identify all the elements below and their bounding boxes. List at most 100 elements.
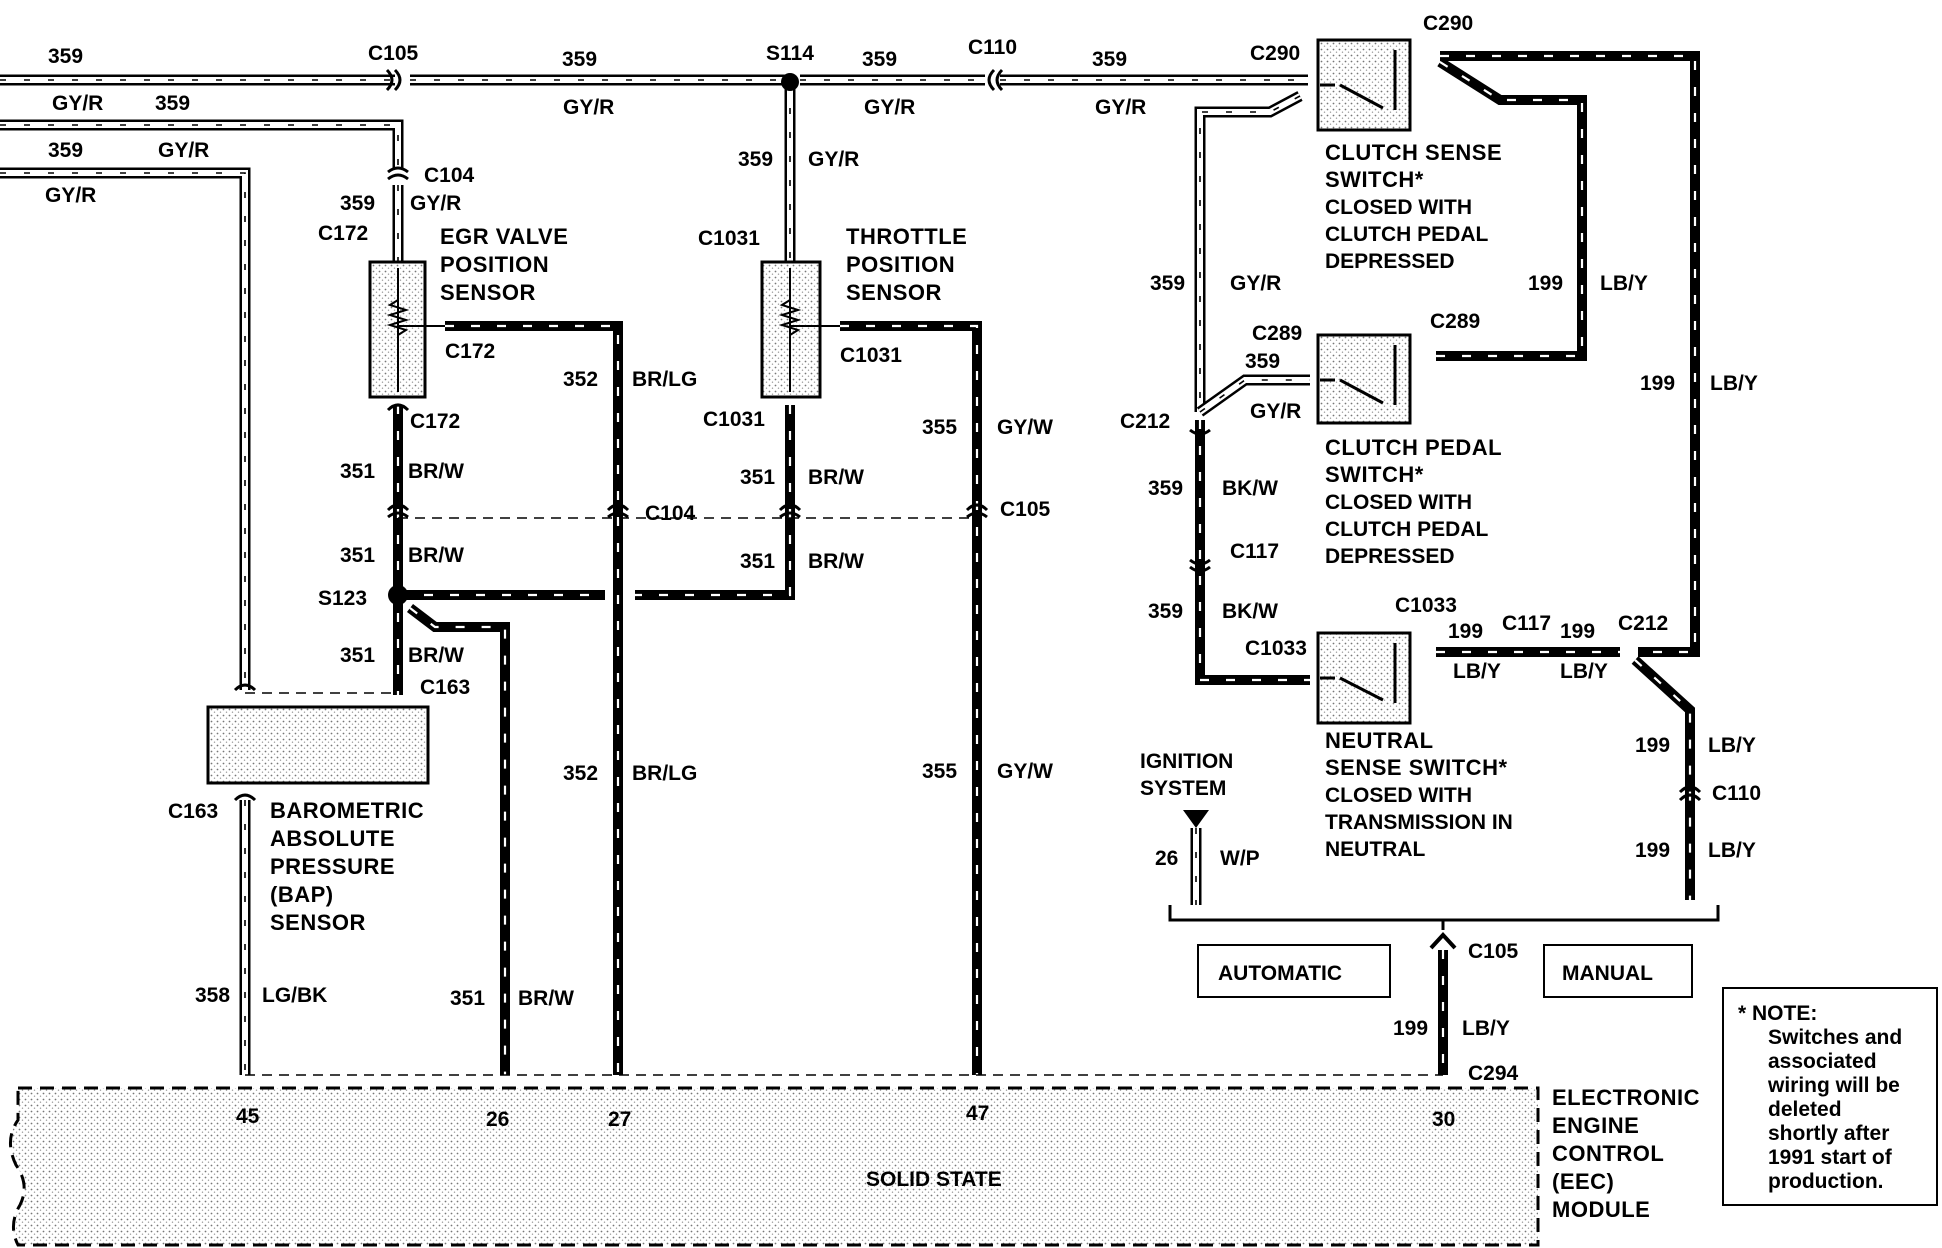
connector-label: C110 bbox=[968, 36, 1017, 59]
wire-number: 352 bbox=[563, 762, 598, 785]
neutral-sense-switch-icon bbox=[1320, 643, 1397, 703]
neutral-sense-title-line: CLOSED WITH bbox=[1325, 784, 1472, 807]
eec-module-box bbox=[9, 1086, 1540, 1247]
note-line: shortly after bbox=[1768, 1122, 1889, 1145]
connector-label: C294 bbox=[1468, 1062, 1519, 1085]
manual-option-label: MANUAL bbox=[1562, 962, 1653, 985]
clutch-sense-title-line: CLUTCH PEDAL bbox=[1325, 223, 1488, 246]
connector-label: C105 bbox=[368, 42, 419, 65]
note-line: wiring will be bbox=[1767, 1074, 1900, 1097]
note-line: 1991 start of bbox=[1768, 1146, 1893, 1169]
wire-number: 359 bbox=[862, 48, 897, 71]
wire-number: 352 bbox=[563, 368, 598, 391]
wire-number: 359 bbox=[48, 139, 83, 162]
wire-color: BR/W bbox=[808, 466, 864, 489]
clutch-sense-title-line: CLOSED WITH bbox=[1325, 196, 1472, 219]
wire-number: 351 bbox=[740, 466, 775, 489]
bap-title-line: SENSOR bbox=[270, 910, 366, 935]
wire-number: 359 bbox=[340, 192, 375, 215]
connector-label: C1033 bbox=[1395, 594, 1457, 617]
clutch-sense-title-line: SWITCH* bbox=[1325, 167, 1424, 192]
note-line: production. bbox=[1768, 1170, 1883, 1193]
wire-number: 359 bbox=[1148, 477, 1183, 500]
eec-title-line: (EEC) bbox=[1552, 1169, 1614, 1194]
splice-label: S123 bbox=[318, 587, 367, 610]
clutch-sense-title-line: CLUTCH SENSE bbox=[1325, 140, 1502, 165]
wire-color: LB/Y bbox=[1710, 372, 1758, 395]
wire-color: BR/W bbox=[808, 550, 864, 573]
connector-label: C117 bbox=[1502, 612, 1551, 635]
connector-label: C172 bbox=[410, 410, 460, 433]
bap-title-line: ABSOLUTE bbox=[270, 826, 395, 851]
wire-number: 199 bbox=[1528, 272, 1563, 295]
connector-label: C212 bbox=[1618, 612, 1668, 635]
clutch-pedal-switch-icon bbox=[1320, 345, 1397, 405]
connector-label: C110 bbox=[1712, 782, 1761, 805]
wire-number: 359 bbox=[1092, 48, 1127, 71]
wire-color: LB/Y bbox=[1708, 839, 1756, 862]
wire-color: GY/R bbox=[864, 96, 915, 119]
egr-title-line: EGR VALVE bbox=[440, 224, 568, 249]
ignition-title-line: SYSTEM bbox=[1140, 777, 1226, 800]
connector-label: C163 bbox=[168, 800, 218, 823]
wire-color: GY/W bbox=[997, 416, 1053, 439]
wire-color: GY/R bbox=[410, 192, 461, 215]
connector-label: C1031 bbox=[703, 408, 765, 431]
note-line: Switches and bbox=[1768, 1026, 1902, 1049]
connector-label: C289 bbox=[1252, 322, 1302, 345]
wire-color: GY/R bbox=[158, 139, 209, 162]
wire-number: 359 bbox=[562, 48, 597, 71]
manual-option-box bbox=[1543, 944, 1693, 998]
eec-title-line: CONTROL bbox=[1552, 1141, 1664, 1166]
wire-number: 359 bbox=[738, 148, 773, 171]
splice-label: S114 bbox=[766, 42, 814, 65]
wire-number: 359 bbox=[48, 45, 83, 68]
wire-color: LB/Y bbox=[1560, 660, 1608, 683]
egr-potentiometer-icon bbox=[386, 268, 445, 392]
eec-pin: 45 bbox=[236, 1105, 260, 1128]
wire-color: GY/R bbox=[1250, 400, 1301, 423]
wire-number: 359 bbox=[1148, 600, 1183, 623]
connector-label: C105 bbox=[1000, 498, 1051, 521]
connector-label: C290 bbox=[1250, 42, 1300, 65]
connector-label: C289 bbox=[1430, 310, 1480, 333]
wire-color: GY/R bbox=[45, 184, 96, 207]
wire-color: BR/W bbox=[408, 644, 464, 667]
connector-label: C172 bbox=[318, 222, 368, 245]
wire-color: GY/R bbox=[1095, 96, 1146, 119]
eec-pin: 26 bbox=[486, 1108, 509, 1131]
transmission-bracket bbox=[1168, 905, 1720, 930]
wire-color: LB/Y bbox=[1600, 272, 1648, 295]
clutch-sense-title-line: DEPRESSED bbox=[1325, 250, 1455, 273]
wire-number: 351 bbox=[450, 987, 485, 1010]
connector-label: C212 bbox=[1120, 410, 1170, 433]
connector-label: C104 bbox=[645, 502, 696, 525]
splice-s114 bbox=[781, 73, 799, 91]
wire-color: BR/W bbox=[408, 544, 464, 567]
wire-number: 351 bbox=[340, 644, 375, 667]
note-line: associated bbox=[1768, 1050, 1877, 1073]
neutral-sense-title-line: NEUTRAL bbox=[1325, 728, 1434, 753]
wire-number: 199 bbox=[1560, 620, 1595, 643]
neutral-sense-title-line: SENSE SWITCH* bbox=[1325, 755, 1508, 780]
connector-symbols bbox=[233, 68, 1702, 802]
ignition-arrow-icon bbox=[1183, 810, 1209, 828]
clutch-pedal-title-line: CLUTCH PEDAL bbox=[1325, 435, 1502, 460]
wire-color: GY/W bbox=[997, 760, 1053, 783]
eec-pin: 27 bbox=[608, 1108, 631, 1131]
wire-number: 359 bbox=[1150, 272, 1185, 295]
wire-number: 358 bbox=[195, 984, 230, 1007]
wire-number: 355 bbox=[922, 760, 957, 783]
wire-color: BK/W bbox=[1222, 600, 1278, 623]
tps-potentiometer-icon bbox=[778, 268, 840, 392]
solid-wires bbox=[393, 51, 1700, 1075]
shield-line bbox=[245, 517, 1443, 1076]
automatic-option-box bbox=[1197, 944, 1391, 998]
connector-label: C117 bbox=[1230, 540, 1279, 563]
neutral-sense-title-line: TRANSMISSION IN bbox=[1325, 811, 1513, 834]
note-line: * NOTE: bbox=[1738, 1002, 1817, 1025]
connector-label: C290 bbox=[1423, 12, 1473, 35]
egr-title-line: POSITION bbox=[440, 252, 549, 277]
clutch-pedal-title-line: CLUTCH PEDAL bbox=[1325, 518, 1488, 541]
